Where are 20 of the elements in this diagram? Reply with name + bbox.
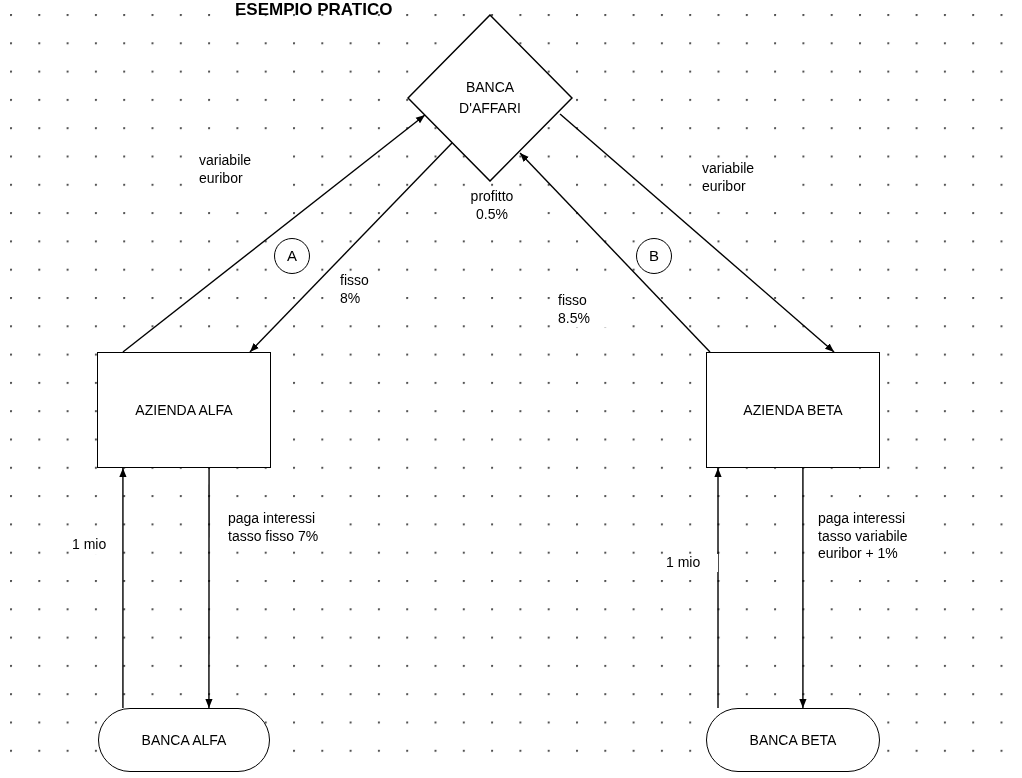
arrow (559, 113, 835, 353)
title: ESEMPIO PRATICO (235, 0, 393, 20)
node-label: A (287, 245, 297, 266)
arrow (519, 152, 711, 353)
process-box (97, 352, 271, 468)
arrow (119, 467, 127, 709)
node-label: BANCA BETA (749, 730, 837, 750)
arrow (122, 114, 426, 353)
arrow (249, 142, 453, 353)
node-label: BANCA ALFA (141, 730, 227, 750)
node-label: BANCA D'AFFARI (458, 78, 522, 118)
node-label: AZIENDA BETA (743, 400, 843, 420)
process-box (706, 352, 880, 468)
edge-label: 1 mio (664, 554, 718, 572)
arrow (205, 467, 213, 709)
arrow (714, 467, 722, 709)
node-label: AZIENDA ALFA (135, 400, 233, 420)
arrow (799, 467, 807, 709)
rounded-terminal (98, 708, 270, 772)
node-label: B (649, 245, 659, 266)
